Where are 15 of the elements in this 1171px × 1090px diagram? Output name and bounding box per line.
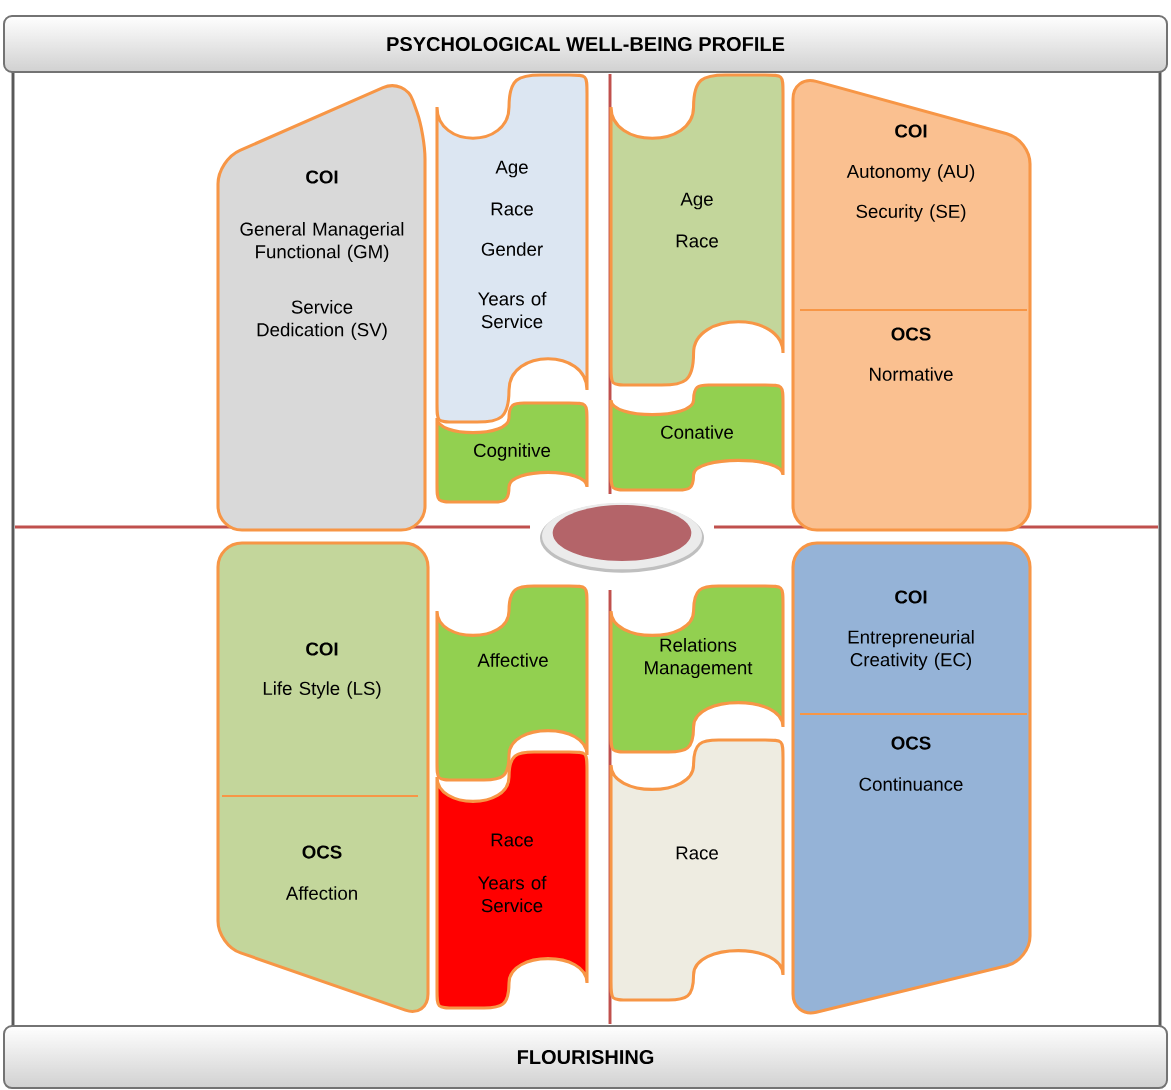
panel: COI Autonomy (AU) Security (SE) OCS Normative <box>791 79 1032 532</box>
ribbon-banner: Age Race Gender Years of Service <box>435 73 589 424</box>
panel: COI General Managerial Functional (GM) Service Dedication (SV) <box>216 84 427 532</box>
panel: COI Entrepreneurial Creativity (EC) OCS Continuance <box>791 541 1032 1015</box>
ribbon-banner: Age Race <box>609 73 785 387</box>
footer-bar: FLOURISHING <box>3 1025 1168 1089</box>
ribbon-banner: Race Years of Service <box>435 750 589 1010</box>
ribbon-banner: Affective <box>435 584 589 782</box>
center-disc <box>540 502 704 573</box>
ribbon-banner: Relations Management <box>609 584 785 754</box>
panel: COI Life Style (LS) OCS Affection <box>216 541 430 1013</box>
title-bar: PSYCHOLOGICAL WELL-BEING PROFILE <box>3 15 1168 73</box>
ribbon-banner: Cognitive <box>435 401 589 504</box>
ribbon-banner: Conative <box>609 383 785 492</box>
ribbon-banner: Race <box>609 738 785 1002</box>
